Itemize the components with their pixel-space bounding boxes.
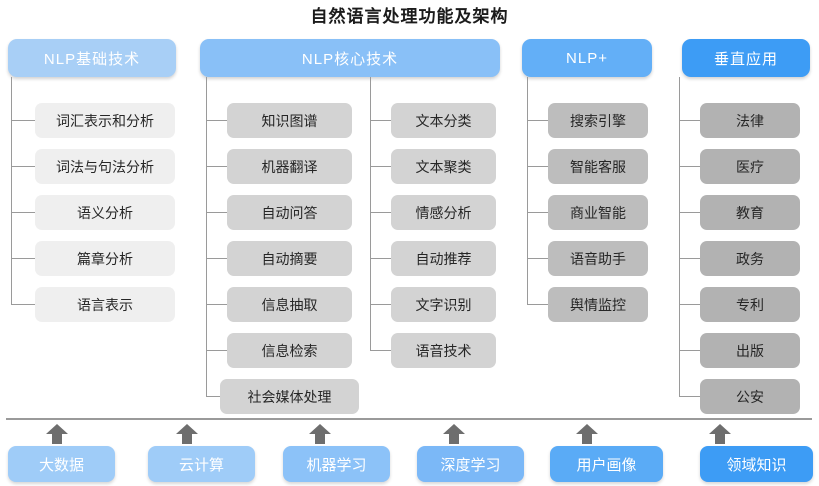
- tree-stub: [679, 212, 700, 213]
- tree-stub: [206, 258, 227, 259]
- item-box[interactable]: 教育: [700, 195, 800, 230]
- item-box[interactable]: 公安: [700, 379, 800, 414]
- tree-stub: [370, 258, 391, 259]
- item-box[interactable]: 词汇表示和分析: [35, 103, 175, 138]
- tree-stub: [206, 120, 227, 121]
- item-box[interactable]: 文本聚类: [391, 149, 496, 184]
- tree-stub: [206, 350, 227, 351]
- item-box[interactable]: 语言表示: [35, 287, 175, 322]
- column-header-nlp-plus[interactable]: NLP+: [522, 39, 652, 77]
- tree-stub: [527, 212, 548, 213]
- foundation-box-domain-knowledge[interactable]: 领域知识: [700, 446, 813, 482]
- tree-stub: [679, 396, 700, 397]
- tree-stub: [370, 120, 391, 121]
- tree-stub: [527, 120, 548, 121]
- foundation-box-user-profile[interactable]: 用户画像: [550, 446, 663, 482]
- column-header-vertical-apps[interactable]: 垂直应用: [682, 39, 810, 77]
- tree-stub: [679, 304, 700, 305]
- tree-stub: [527, 166, 548, 167]
- tree-trunk: [679, 77, 680, 396]
- item-box[interactable]: 舆情监控: [548, 287, 648, 322]
- item-box[interactable]: 商业智能: [548, 195, 648, 230]
- item-box[interactable]: 自动推荐: [391, 241, 496, 276]
- item-box[interactable]: 语音助手: [548, 241, 648, 276]
- foundation-box-cloud-computing[interactable]: 云计算: [148, 446, 255, 482]
- tree-stub: [11, 120, 35, 121]
- item-box[interactable]: 搜索引擎: [548, 103, 648, 138]
- tree-stub: [370, 212, 391, 213]
- item-box[interactable]: 自动问答: [227, 195, 352, 230]
- tree-trunk: [527, 77, 528, 305]
- tree-trunk: [11, 77, 12, 305]
- tree-stub: [679, 350, 700, 351]
- tree-stub: [370, 304, 391, 305]
- tree-stub: [679, 120, 700, 121]
- item-box[interactable]: 词法与句法分析: [35, 149, 175, 184]
- item-box[interactable]: 信息检索: [227, 333, 352, 368]
- tree-trunk: [206, 77, 207, 396]
- tree-stub: [206, 304, 227, 305]
- tree-stub: [370, 166, 391, 167]
- item-box[interactable]: 政务: [700, 241, 800, 276]
- item-box[interactable]: 语义分析: [35, 195, 175, 230]
- arrow-up-icon: [709, 424, 731, 444]
- item-box[interactable]: 社会媒体处理: [220, 379, 359, 414]
- tree-stub: [527, 304, 548, 305]
- item-box[interactable]: 篇章分析: [35, 241, 175, 276]
- arrow-up-icon: [46, 424, 68, 444]
- tree-stub: [370, 350, 391, 351]
- tree-stub: [206, 212, 227, 213]
- item-box[interactable]: 知识图谱: [227, 103, 352, 138]
- item-box[interactable]: 语音技术: [391, 333, 496, 368]
- tree-trunk: [370, 77, 371, 350]
- item-box[interactable]: 自动摘要: [227, 241, 352, 276]
- foundation-box-machine-learning[interactable]: 机器学习: [283, 446, 390, 482]
- item-box[interactable]: 情感分析: [391, 195, 496, 230]
- item-box[interactable]: 专利: [700, 287, 800, 322]
- tree-stub: [11, 212, 35, 213]
- item-box[interactable]: 法律: [700, 103, 800, 138]
- column-header-nlp-basic[interactable]: NLP基础技术: [8, 39, 176, 77]
- arrow-up-icon: [576, 424, 598, 444]
- item-box[interactable]: 信息抽取: [227, 287, 352, 322]
- foundation-box-big-data[interactable]: 大数据: [8, 446, 115, 482]
- arrow-up-icon: [176, 424, 198, 444]
- foundation-divider: [6, 418, 812, 420]
- item-box[interactable]: 文字识别: [391, 287, 496, 322]
- tree-stub: [11, 258, 35, 259]
- column-header-nlp-core[interactable]: NLP核心技术: [200, 39, 500, 77]
- page-title: 自然语言处理功能及架构: [310, 7, 509, 26]
- item-box[interactable]: 机器翻译: [227, 149, 352, 184]
- tree-stub: [527, 258, 548, 259]
- item-box[interactable]: 文本分类: [391, 103, 496, 138]
- arrow-up-icon: [443, 424, 465, 444]
- item-box[interactable]: 智能客服: [548, 149, 648, 184]
- tree-stub: [11, 166, 35, 167]
- item-box[interactable]: 医疗: [700, 149, 800, 184]
- tree-stub: [679, 258, 700, 259]
- tree-stub: [206, 396, 227, 397]
- tree-stub: [206, 166, 227, 167]
- tree-stub: [679, 166, 700, 167]
- tree-stub: [11, 304, 35, 305]
- item-box[interactable]: 出版: [700, 333, 800, 368]
- foundation-box-deep-learning[interactable]: 深度学习: [417, 446, 524, 482]
- arrow-up-icon: [309, 424, 331, 444]
